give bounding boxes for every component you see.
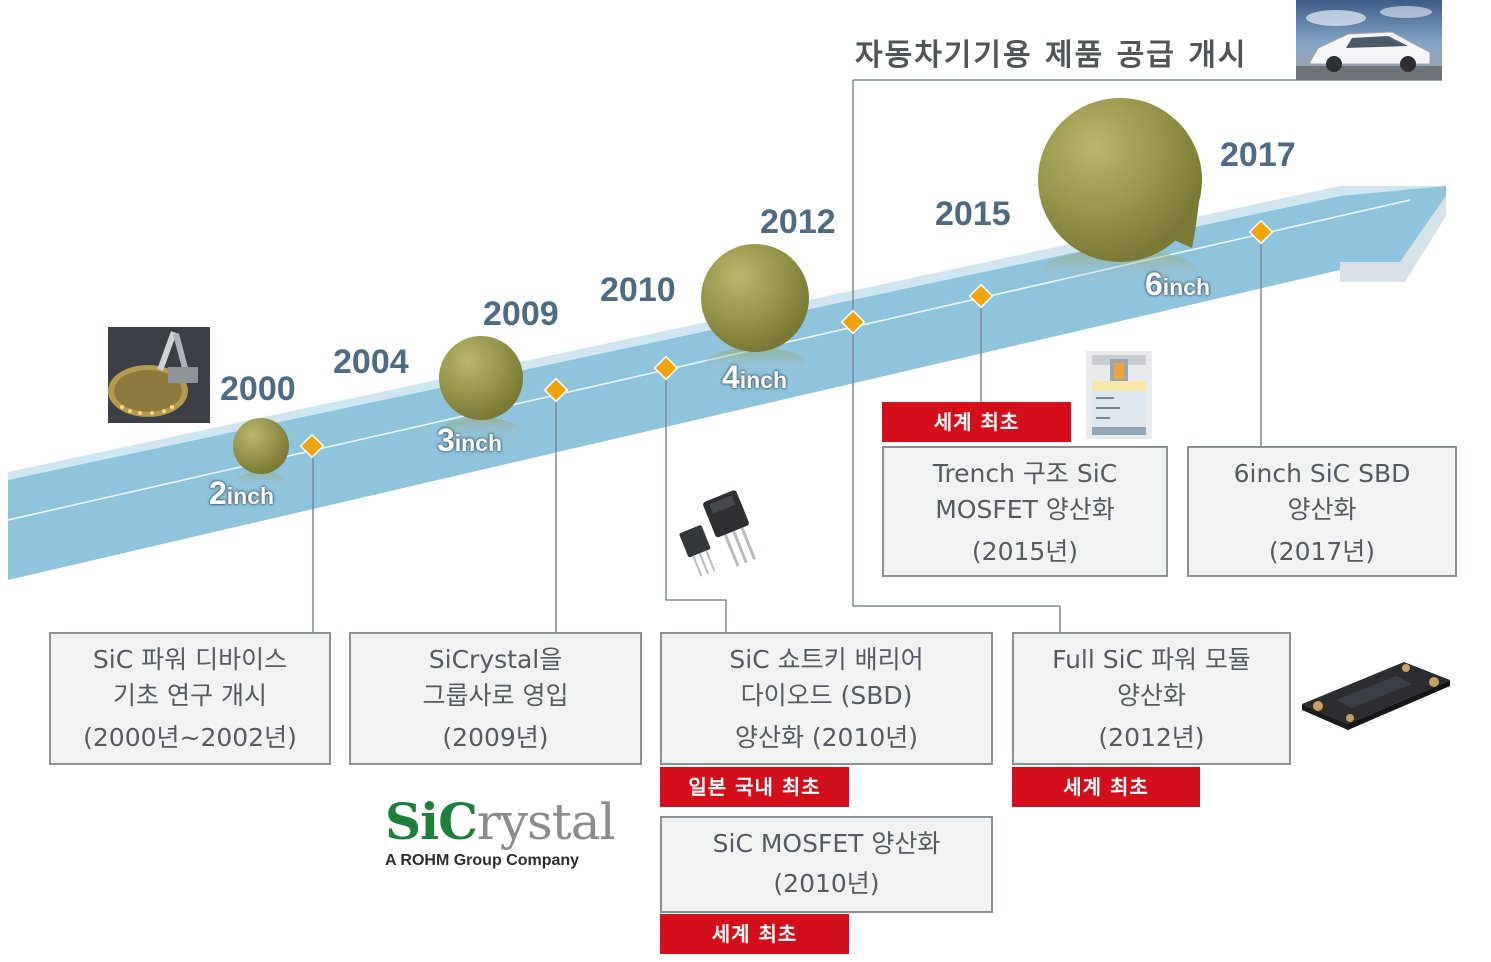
box-line: 양산화 bbox=[1014, 678, 1289, 714]
box-line: Trench 구조 SiC bbox=[884, 456, 1166, 492]
box-line: SiC 파워 디바이스 bbox=[51, 642, 329, 678]
box-line: SiCrystal을 bbox=[351, 642, 640, 678]
wafer-6inch-disc bbox=[1038, 98, 1202, 262]
box-line: (2017년) bbox=[1189, 534, 1455, 570]
year-label: 2009 bbox=[483, 297, 559, 331]
year-label: 2017 bbox=[1220, 138, 1296, 172]
box-line: 양산화 bbox=[1189, 492, 1455, 528]
badge-world-first: 세계 최초 bbox=[1012, 767, 1200, 807]
year-label: 2000 bbox=[220, 372, 296, 406]
headline-title: 자동차기기용 제품 공급 개시 bbox=[855, 30, 1248, 74]
box-line: (2010년) bbox=[662, 866, 991, 902]
milestone-box-module2012: Full SiC 파워 모듈 양산화 (2012년) bbox=[1012, 632, 1291, 765]
wafer-processing-photo bbox=[108, 327, 210, 423]
box-line: 양산화 (2010년) bbox=[662, 720, 991, 756]
logo-wordmark: SiCrystal bbox=[385, 794, 615, 850]
logo-tagline: A ROHM Group Company bbox=[385, 852, 615, 870]
milestone-box-sbd2010: SiC 쇼트키 배리어 다이오드 (SBD) 양산화 (2010년) bbox=[660, 632, 993, 765]
milestone-box-research: SiC 파워 디바이스 기초 연구 개시 (2000년~2002년) bbox=[49, 632, 331, 765]
box-line: SiC 쇼트키 배리어 bbox=[662, 642, 991, 678]
milestone-box-sicrystal: SiCrystal을 그룹사로 영입 (2009년) bbox=[349, 632, 642, 765]
wafer-2inch bbox=[233, 418, 289, 474]
trench-cross-section-diagram bbox=[1086, 351, 1152, 439]
badge-world-first: 세계 최초 bbox=[882, 402, 1071, 442]
box-line: MOSFET 양산화 bbox=[884, 492, 1166, 528]
year-label: 2004 bbox=[333, 345, 409, 379]
box-line: 그룹사로 영입 bbox=[351, 678, 640, 714]
year-label: 2012 bbox=[760, 205, 836, 239]
car-photo bbox=[1296, 0, 1442, 80]
wafer-size-label: 4inch bbox=[722, 361, 787, 393]
milestone-box-sbd2017: 6inch SiC SBD 양산화 (2017년) bbox=[1187, 446, 1457, 577]
box-line: Full SiC 파워 모듈 bbox=[1014, 642, 1289, 678]
wafer-size-label: 6inch bbox=[1145, 268, 1210, 300]
box-line: (2012년) bbox=[1014, 720, 1289, 756]
year-label: 2015 bbox=[935, 197, 1011, 231]
badge-japan-first: 일본 국내 최초 bbox=[660, 767, 849, 807]
box-line: 6inch SiC SBD bbox=[1189, 456, 1455, 492]
box-line: (2009년) bbox=[351, 720, 640, 756]
year-label: 2010 bbox=[600, 273, 676, 307]
sicrystal-logo: SiCrystal A ROHM Group Company bbox=[385, 794, 615, 870]
milestone-box-trench2015: Trench 구조 SiC MOSFET 양산화 (2015년) bbox=[882, 446, 1168, 577]
wafer-size-label: 3inch bbox=[437, 424, 502, 456]
box-line: (2000년~2002년) bbox=[51, 720, 329, 756]
box-line: 기초 연구 개시 bbox=[51, 678, 329, 714]
box-line: SiC MOSFET 양산화 bbox=[662, 826, 991, 862]
wafer-size-label: 2inch bbox=[209, 477, 274, 509]
power-module-photo bbox=[1296, 648, 1454, 730]
to-package-transistor-photo bbox=[672, 484, 790, 590]
box-line: 다이오드 (SBD) bbox=[662, 678, 991, 714]
milestone-box-mosfet2010: SiC MOSFET 양산화 (2010년) bbox=[660, 816, 993, 913]
wafer-4inch bbox=[701, 244, 809, 352]
wafer-3inch bbox=[439, 336, 523, 420]
box-line: (2015년) bbox=[884, 534, 1166, 570]
badge-world-first: 세계 최초 bbox=[660, 914, 849, 954]
